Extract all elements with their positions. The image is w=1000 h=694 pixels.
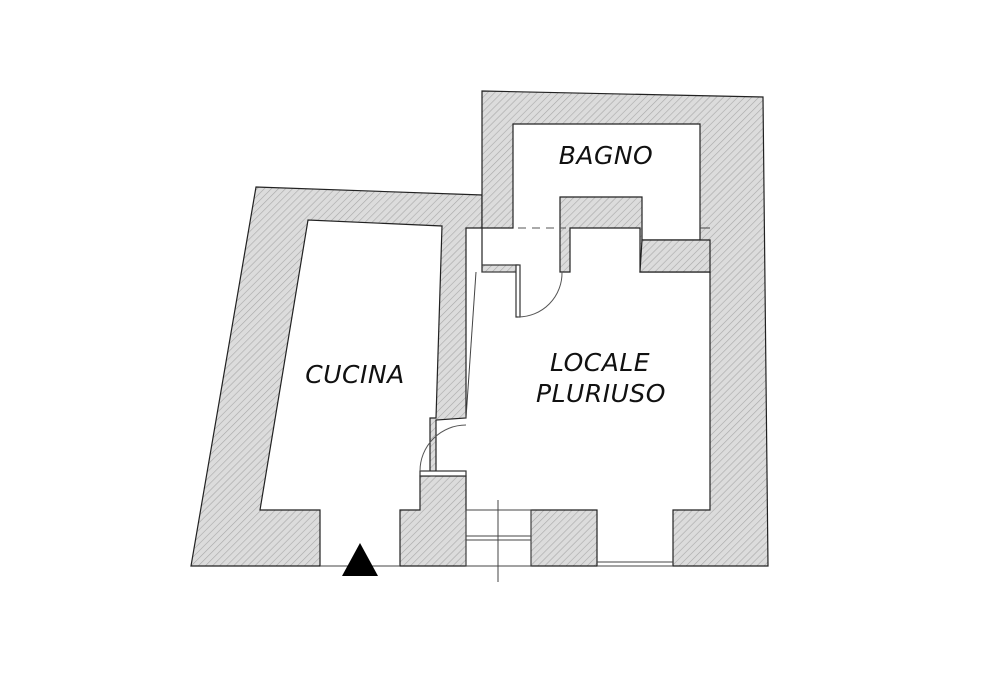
cucina-door-arc	[419, 424, 467, 472]
room-label-bagno: BAGNO	[559, 141, 654, 170]
bagno-door-arc	[517, 271, 563, 318]
wall-bottom-middle	[530, 509, 598, 567]
wall-cucina	[190, 186, 483, 567]
room-label-cucina: CUCINA	[305, 360, 404, 389]
room-label-locale: LOCALE	[550, 348, 650, 377]
bagno-door-leaf	[515, 264, 521, 318]
cucina-door-leaf	[419, 470, 467, 477]
entrance-triangle-icon	[342, 543, 378, 576]
partition-line-1	[465, 271, 477, 419]
wall-partition-bagno	[639, 239, 711, 273]
room-label-pluriuso: PLURIUSO	[536, 379, 666, 408]
wall-bagno-pluriuso	[481, 90, 769, 567]
